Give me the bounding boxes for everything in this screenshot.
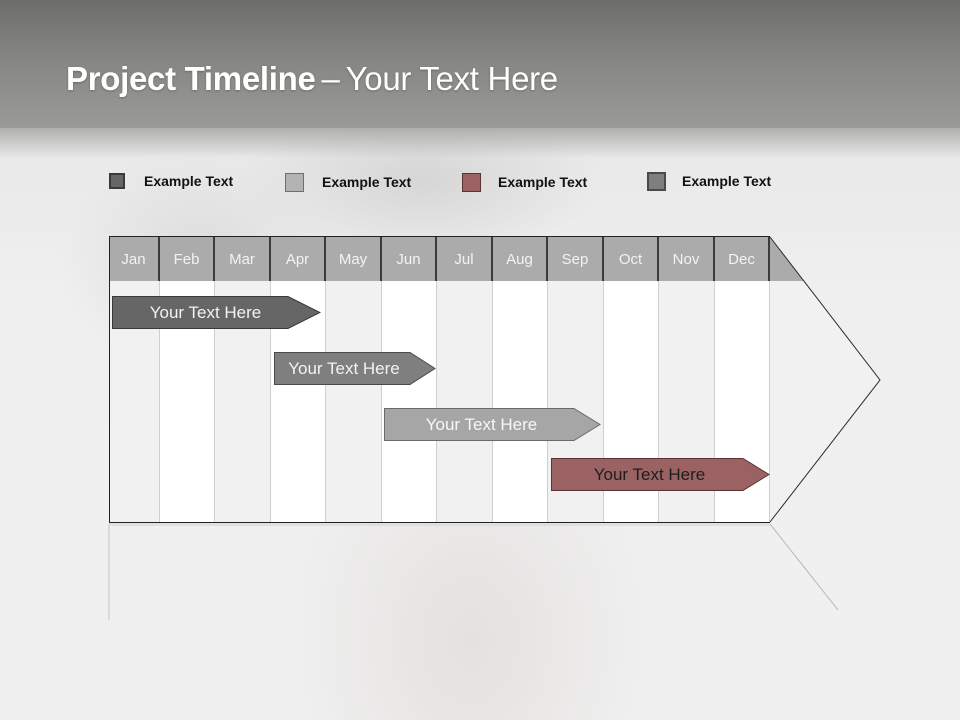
month-header: Jul [437,237,493,281]
legend-item-3: Example Text [462,171,587,193]
legend-label: Example Text [322,174,412,190]
task-bar-label: Your Text Here [149,302,262,322]
month-header: Dec [715,237,770,281]
month-column-dec: Dec [715,237,770,522]
task-bar-label: Your Text Here [288,358,400,378]
month-header: Jun [382,237,437,281]
task-bar-3[interactable]: Your Text Here [384,408,601,441]
legend-swatch-red [462,172,481,192]
legend-swatch-medium-gray [647,171,666,191]
month-column-feb: Feb [160,237,215,522]
slide-title: Project Timeline–Your Text Here [66,60,558,98]
title-rest: Your Text Here [345,60,559,97]
month-column-jun: Jun [382,237,437,522]
month-body [382,281,437,522]
month-header: Mar [215,237,271,281]
title-bar-fade [0,128,960,158]
month-column-jul: Jul [437,237,493,522]
month-header: Jan [109,237,160,281]
bar-arrow-shape [274,352,436,385]
month-header: Feb [160,237,215,281]
legend-item-4: Example Text [647,170,771,192]
task-bar-label: Your Text Here [593,464,706,484]
legend-swatch-dark-gray [109,173,125,189]
month-header: May [326,237,382,281]
month-header: Nov [659,237,715,281]
title-bold: Project Timeline [66,60,316,97]
bar-arrow-shape [112,296,321,329]
legend-label: Example Text [682,173,772,189]
month-body [437,281,493,522]
bar-arrow-shape [551,458,770,491]
month-column-aug: Aug [493,237,548,522]
legend-label: Example Text [144,173,234,189]
legend-item-2: Example Text [285,171,411,193]
month-column-may: May [326,237,382,522]
legend-swatch-light-gray [285,172,304,192]
month-header: Aug [493,237,548,281]
task-bar-1[interactable]: Your Text Here [112,296,321,329]
task-bar-label: Your Text Here [425,414,538,434]
month-column-mar: Mar [215,237,271,522]
title-separator: – [321,60,340,97]
task-bar-4[interactable]: Your Text Here [551,458,770,491]
legend-item-1: Example Text [109,170,233,192]
title-bar [0,0,960,128]
bar-arrow-shape [384,408,601,441]
task-bar-2[interactable]: Your Text Here [274,352,436,385]
month-body [326,281,382,522]
month-header: Sep [548,237,604,281]
legend-label: Example Text [498,174,588,190]
month-header: Apr [271,237,326,281]
month-header: Oct [604,237,659,281]
month-body [493,281,548,522]
month-column-jan: Jan [109,237,160,522]
